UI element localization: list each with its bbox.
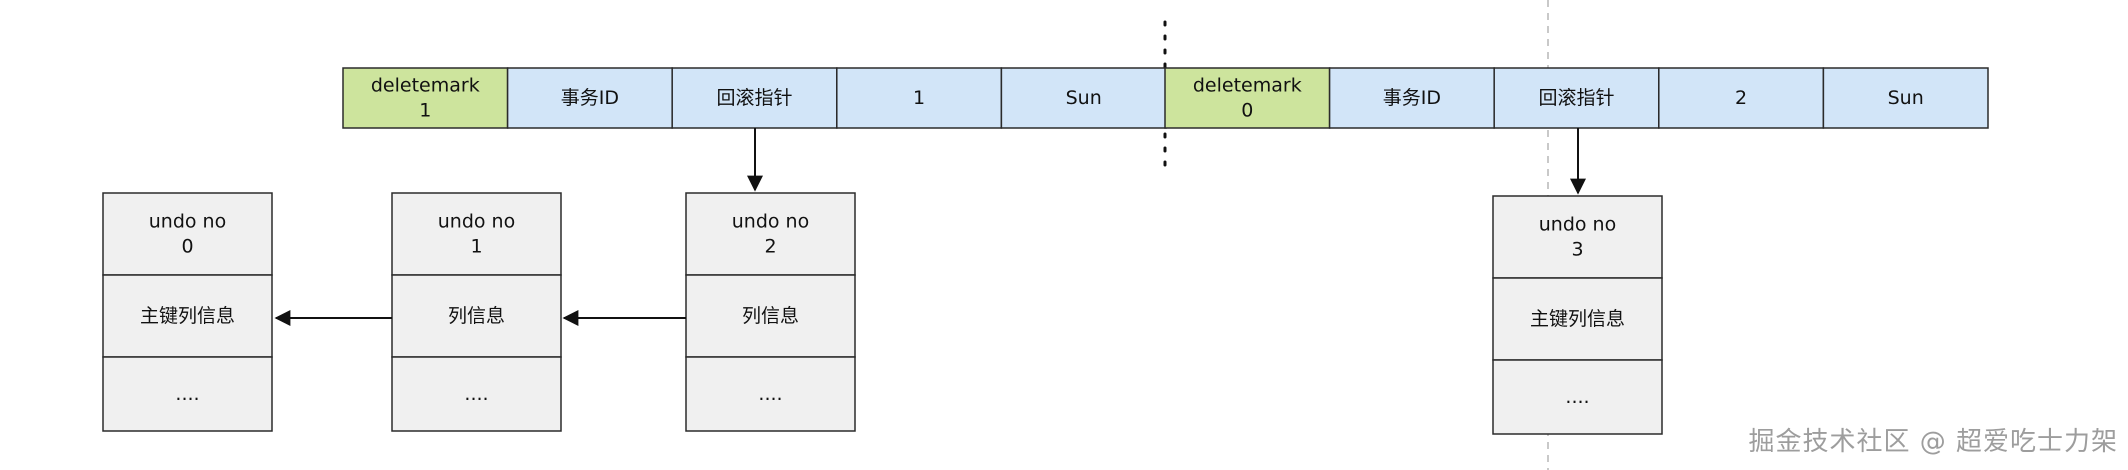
undo-1-row-0-text: undo no: [438, 211, 515, 233]
watermark-text: 掘金技术社区 @ 超爱吃士力架: [1748, 427, 2118, 457]
record-b-cell-0-text: deletemark: [1193, 75, 1302, 97]
undo-1-row-2-text: ....: [464, 383, 488, 405]
record-row-a: deletemark 1 事务ID 回滚指针 1 Sun: [342, 67, 1167, 129]
record-a-cell-3-text: 1: [913, 87, 925, 109]
undo-3-row-0: [1492, 195, 1663, 279]
undo-0-row-1: [102, 274, 273, 358]
undo-0-row-1-text: 主键列信息: [140, 305, 235, 327]
record-row-b: deletemark 0 事务ID 回滚指针 2 Sun: [1164, 67, 1989, 129]
record-a-cell-1: [506, 67, 673, 129]
record-b-cell-0: [1164, 67, 1331, 129]
undo-0-row-2-text: ....: [175, 383, 199, 405]
undo-2-row-0-text: 2: [764, 236, 776, 258]
undo-2-row-0-text: undo no: [732, 211, 809, 233]
undo-1-row-0: [391, 192, 562, 276]
undo-2-row-1-text: 列信息: [742, 305, 799, 327]
undo-0-row-0: [102, 192, 273, 276]
record-a-cell-2-text: 回滚指针: [716, 87, 792, 109]
undo-log-stack: undo no 0 主键列信息.... undo no 1 列信息.... undo no 2…: [102, 192, 1663, 435]
undo-3-row-2-text: ....: [1565, 386, 1589, 408]
record-b-cell-4-text: Sun: [1888, 87, 1924, 109]
record-b-cell-2-text: 回滚指针: [1538, 87, 1614, 109]
record-a-cell-0-text: 1: [419, 100, 431, 122]
undo-3-row-0-text: 3: [1571, 239, 1583, 261]
undo-2-row-2-text: ....: [758, 383, 782, 405]
undo-2-row-1: [685, 274, 856, 358]
undo-3-row-0-text: undo no: [1539, 214, 1616, 236]
undo-3-row-1: [1492, 277, 1663, 361]
record-a-cell-4-text: Sun: [1066, 87, 1102, 109]
record-b-cell-1: [1328, 67, 1495, 129]
undo-0-row-2: [102, 356, 273, 432]
record-b-cell-3: [1658, 67, 1825, 129]
undo-0-row-0-text: 0: [181, 236, 193, 258]
undo-1-row-1: [391, 274, 562, 358]
undo-1-row-0-text: 1: [470, 236, 482, 258]
undo-3-row-1-text: 主键列信息: [1530, 308, 1625, 330]
record-a-cell-0-text: deletemark: [371, 75, 480, 97]
record-b-cell-2: [1493, 67, 1660, 129]
record-b-cell-1-text: 事务ID: [1383, 87, 1441, 109]
record-a-cell-3: [836, 67, 1003, 129]
undo-2-row-0: [685, 192, 856, 276]
undo-0-row-0-text: undo no: [149, 211, 226, 233]
record-b-cell-3-text: 2: [1735, 87, 1747, 109]
undo-1-row-2: [391, 356, 562, 432]
undo-2-row-2: [685, 356, 856, 432]
undo-1-row-1-text: 列信息: [448, 305, 505, 327]
record-a-cell-1-text: 事务ID: [561, 87, 619, 109]
record-a-cell-4: [1000, 67, 1167, 129]
record-a-cell-0: [342, 67, 509, 129]
undo-3-row-2: [1492, 359, 1663, 435]
record-b-cell-0-text: 0: [1241, 100, 1253, 122]
record-b-cell-4: [1822, 67, 1989, 129]
